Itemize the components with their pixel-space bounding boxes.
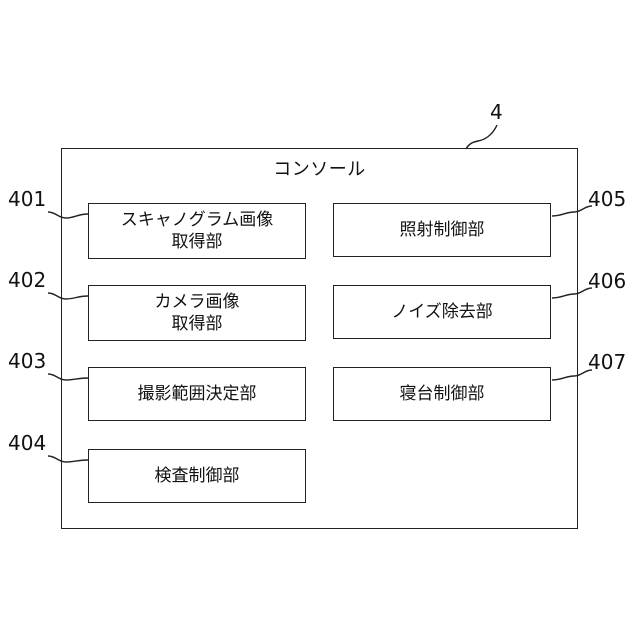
scanogram-image-acquisition-unit: スキャノグラム画像 取得部 [88, 203, 306, 259]
irradiation-control-unit: 照射制御部 [333, 203, 551, 257]
unit-ref-403: 403 [8, 349, 46, 373]
leader-line-4 [466, 125, 497, 149]
unit-ref-405: 405 [588, 187, 626, 211]
unit-label-line: ノイズ除去部 [391, 301, 493, 323]
console-ref-label: 4 [490, 100, 503, 124]
unit-label-line: 照射制御部 [400, 219, 485, 241]
unit-label-line: 取得部 [172, 313, 223, 335]
unit-label-line: スキャノグラム画像 [121, 209, 274, 231]
unit-label-line: 寝台制御部 [400, 383, 485, 405]
noise-removal-unit: ノイズ除去部 [333, 285, 551, 339]
unit-ref-401: 401 [8, 187, 46, 211]
unit-label-line: 撮影範囲決定部 [138, 383, 257, 405]
unit-ref-402: 402 [8, 268, 46, 292]
unit-label-line: カメラ画像 [155, 291, 240, 313]
imaging-range-determination-unit: 撮影範囲決定部 [88, 367, 306, 421]
unit-ref-406: 406 [588, 269, 626, 293]
examination-control-unit: 検査制御部 [88, 449, 306, 503]
unit-label-line: 検査制御部 [155, 465, 240, 487]
console-title: コンソール [62, 155, 577, 181]
camera-image-acquisition-unit: カメラ画像 取得部 [88, 285, 306, 341]
unit-ref-404: 404 [8, 431, 46, 455]
unit-label-line: 取得部 [172, 231, 223, 253]
couch-control-unit: 寝台制御部 [333, 367, 551, 421]
unit-ref-407: 407 [588, 350, 626, 374]
